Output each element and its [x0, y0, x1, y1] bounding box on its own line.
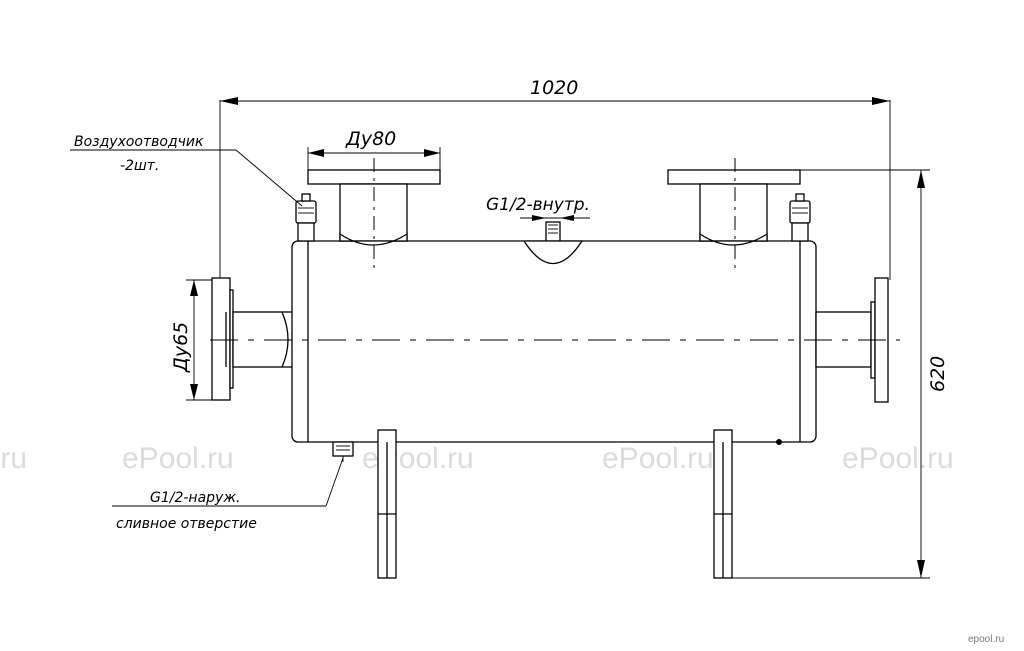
air-vent-left — [295, 193, 317, 242]
callout-air-vent-line2: -2шт. — [120, 158, 159, 174]
watermark-corner: epool.ru — [968, 634, 1004, 645]
watermark-text: .ru — [0, 442, 27, 475]
dimension-overall-length: 1020 — [219, 77, 891, 280]
top-right-nozzle — [667, 158, 801, 270]
dimension-label-height: 620 — [927, 356, 949, 392]
callout-air-vent-line1: Воздухоотводчик — [74, 134, 204, 150]
shell — [291, 240, 817, 443]
watermark-text: ePool.ru — [842, 442, 954, 475]
leg-right — [713, 429, 733, 579]
left-nozzle — [211, 277, 294, 401]
dimension-overall-height: 620 — [724, 169, 949, 579]
callout-top-port: G1/2-внутр. — [486, 195, 590, 215]
dimension-top-nozzle: Ду80 — [307, 128, 441, 170]
dimension-side-nozzle: Ду65 — [170, 279, 215, 401]
watermark-text: ePool.ru — [122, 442, 234, 475]
air-vent-right — [789, 193, 811, 242]
top-left-nozzle — [307, 158, 441, 270]
callout-air-vent: Воздухоотводчик -2шт. — [70, 134, 303, 207]
top-port: G1/2-внутр. — [486, 195, 590, 265]
callout-drain-line1: G1/2-наруж. — [150, 490, 240, 506]
watermark: .ru ePool.ru ePool.ru ePool.ru ePool.ru … — [0, 442, 1004, 645]
dimension-label-length: 1020 — [530, 77, 578, 99]
watermark-text: ePool.ru — [602, 442, 714, 475]
callout-drain: G1/2-наруж. сливное отверстие — [112, 457, 344, 532]
leg-left — [377, 429, 397, 579]
drain-port — [332, 439, 782, 462]
callout-drain-line2: сливное отверстие — [116, 516, 257, 532]
dimension-label-side-nozzle: Ду65 — [170, 322, 192, 373]
dimension-label-top-nozzle: Ду80 — [345, 128, 396, 150]
